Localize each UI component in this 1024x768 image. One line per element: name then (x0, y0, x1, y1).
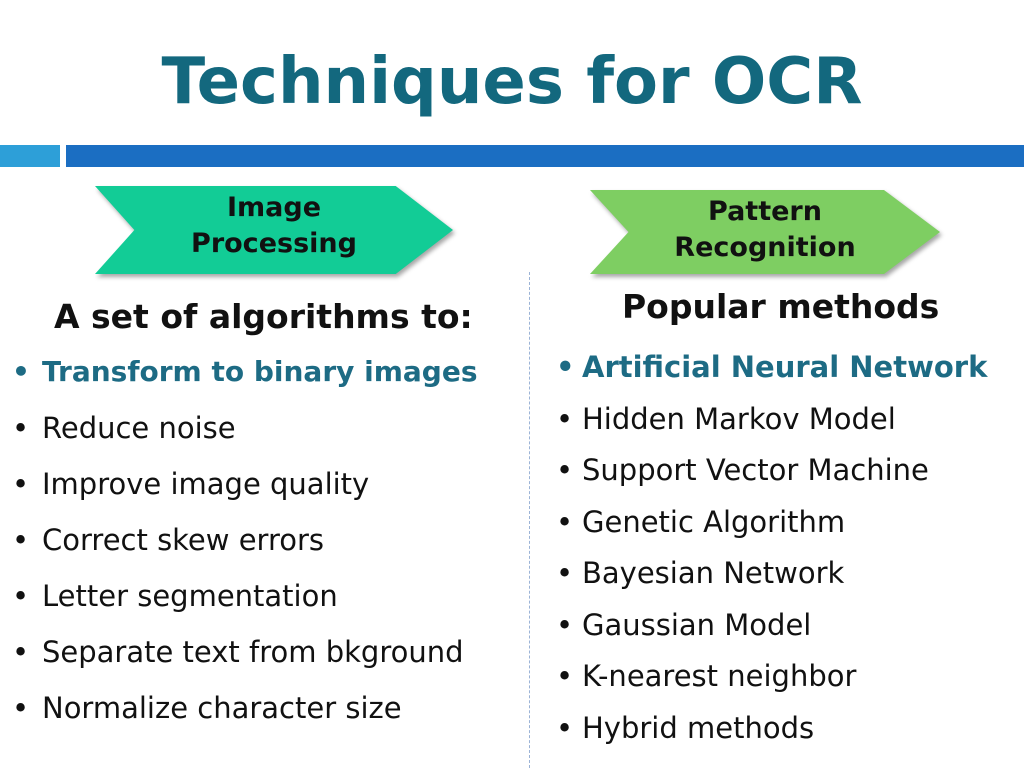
list-item: •Bayesian Network (556, 553, 987, 605)
chevron-right-line2: Recognition (674, 232, 856, 263)
list-item: • Normalize character size (12, 688, 478, 744)
bullet-icon: • (556, 350, 575, 384)
bullet-icon: • (12, 523, 30, 557)
bullet-icon: • (556, 659, 574, 693)
list-item-text: Improve image quality (42, 467, 370, 501)
chevron-left-line2: Processing (191, 228, 357, 259)
list-item-text: Gaussian Model (582, 607, 812, 642)
list-item-text: Normalize character size (42, 691, 402, 725)
list-item: •Artificial Neural Network (556, 347, 987, 399)
chevron-shape-left (95, 186, 453, 274)
list-item: • Separate text from bkground (12, 632, 478, 688)
list-item-text: Reduce noise (42, 411, 236, 445)
bullet-icon: • (556, 504, 574, 539)
list-item: •Hybrid methods (556, 708, 987, 760)
list-item: •Gaussian Model (556, 605, 987, 657)
list-item-text: Letter segmentation (42, 579, 338, 613)
bullet-icon: • (12, 579, 30, 613)
bullet-icon: • (12, 355, 30, 388)
bullet-icon: • (12, 691, 30, 725)
list-item-text: Bayesian Network (582, 556, 845, 590)
pattern-recognition-list: •Artificial Neural Network •Hidden Marko… (556, 347, 987, 759)
list-item: • Improve image quality (12, 464, 478, 520)
bullet-icon: • (556, 556, 574, 590)
slide-title: Techniques for OCR (161, 45, 863, 119)
header-accent-bar-small (0, 145, 60, 167)
list-item-text: Hidden Markov Model (582, 401, 896, 436)
list-item-text: Transform to binary images (42, 355, 478, 388)
list-item-text: Correct skew errors (42, 523, 325, 557)
chevron-label-right: Pattern Recognition (590, 194, 940, 266)
bullet-icon: • (556, 453, 574, 487)
left-column-heading: A set of algorithms to: (54, 297, 473, 336)
image-processing-chevron: Image Processing (95, 186, 453, 274)
list-item-text: Hybrid methods (582, 710, 815, 745)
chevron-right-line1: Pattern (708, 196, 822, 227)
chevron-left-line1: Image (226, 192, 322, 223)
list-item-text: Support Vector Machine (582, 453, 929, 487)
list-item-text: K-nearest neighbor (582, 659, 857, 693)
list-item-text: Genetic Algorithm (582, 504, 846, 539)
list-item: •Support Vector Machine (556, 450, 987, 502)
list-item: • Reduce noise (12, 408, 478, 464)
list-item: • Transform to binary images (12, 352, 478, 408)
chevron-shape-right (590, 190, 940, 274)
bullet-icon: • (12, 467, 30, 501)
header-accent-bar-large (66, 145, 1024, 167)
chevron-label-left: Image Processing (95, 190, 453, 262)
list-item: •Genetic Algorithm (556, 502, 987, 554)
list-item-text: Artificial Neural Network (582, 350, 988, 384)
bullet-icon: • (556, 607, 574, 642)
list-item: • Letter segmentation (12, 576, 478, 632)
bullet-icon: • (12, 635, 30, 669)
column-divider (529, 272, 530, 768)
right-column-heading: Popular methods (622, 287, 940, 326)
pattern-recognition-chevron: Pattern Recognition (590, 190, 940, 274)
bullet-icon: • (556, 401, 574, 436)
list-item-text: Separate text from bkground (42, 635, 464, 669)
list-item: • Correct skew errors (12, 520, 478, 576)
bullet-icon: • (556, 710, 574, 745)
bullet-icon: • (12, 411, 30, 445)
image-processing-list: • Transform to binary images • Reduce nois… (12, 352, 478, 744)
list-item: •K-nearest neighbor (556, 656, 987, 708)
list-item: •Hidden Markov Model (556, 399, 987, 451)
